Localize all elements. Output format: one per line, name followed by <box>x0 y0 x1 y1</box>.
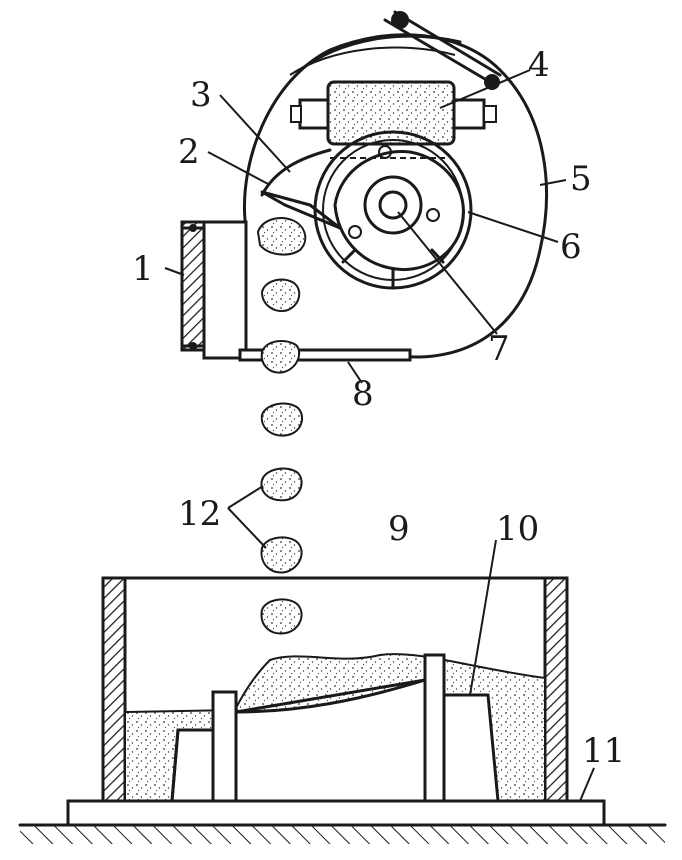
flask-wall-right <box>543 576 569 803</box>
base-board <box>66 799 606 827</box>
sand-inlet-wall <box>260 148 332 197</box>
label-8: 8 <box>352 374 374 414</box>
sand-clod-blade <box>256 217 307 256</box>
label-12: 12 <box>178 494 221 534</box>
label-4: 4 <box>528 45 550 85</box>
label-7: 7 <box>488 329 510 369</box>
sand-clod <box>260 536 303 574</box>
flask-wall-left <box>101 576 127 803</box>
motor <box>290 80 497 146</box>
slinger-head <box>180 10 548 362</box>
label-6: 6 <box>560 227 582 267</box>
flask-assembly <box>66 576 606 827</box>
ground <box>18 823 667 844</box>
sand-clod <box>260 339 301 374</box>
feed-belt-arm <box>383 10 502 90</box>
blade <box>260 190 342 230</box>
sand-clod <box>260 467 303 502</box>
label-5: 5 <box>570 159 592 199</box>
sand-clod <box>260 278 301 312</box>
base-plate <box>238 348 412 362</box>
sand-clods <box>260 278 304 635</box>
sand-clod <box>260 402 304 437</box>
label-3: 3 <box>190 75 212 115</box>
part-labels: 1 2 3 4 5 6 7 8 9 10 11 12 <box>132 45 625 771</box>
label-2: 2 <box>178 132 200 172</box>
label-1: 1 <box>132 249 154 289</box>
label-11: 11 <box>582 731 625 771</box>
mold-pattern <box>170 653 500 803</box>
label-10: 10 <box>496 509 539 549</box>
sand-clod <box>260 598 303 635</box>
impeller <box>313 130 473 290</box>
housing <box>242 33 548 359</box>
outlet-guard <box>180 220 248 360</box>
label-9: 9 <box>388 509 410 549</box>
leader-lines <box>164 69 595 802</box>
